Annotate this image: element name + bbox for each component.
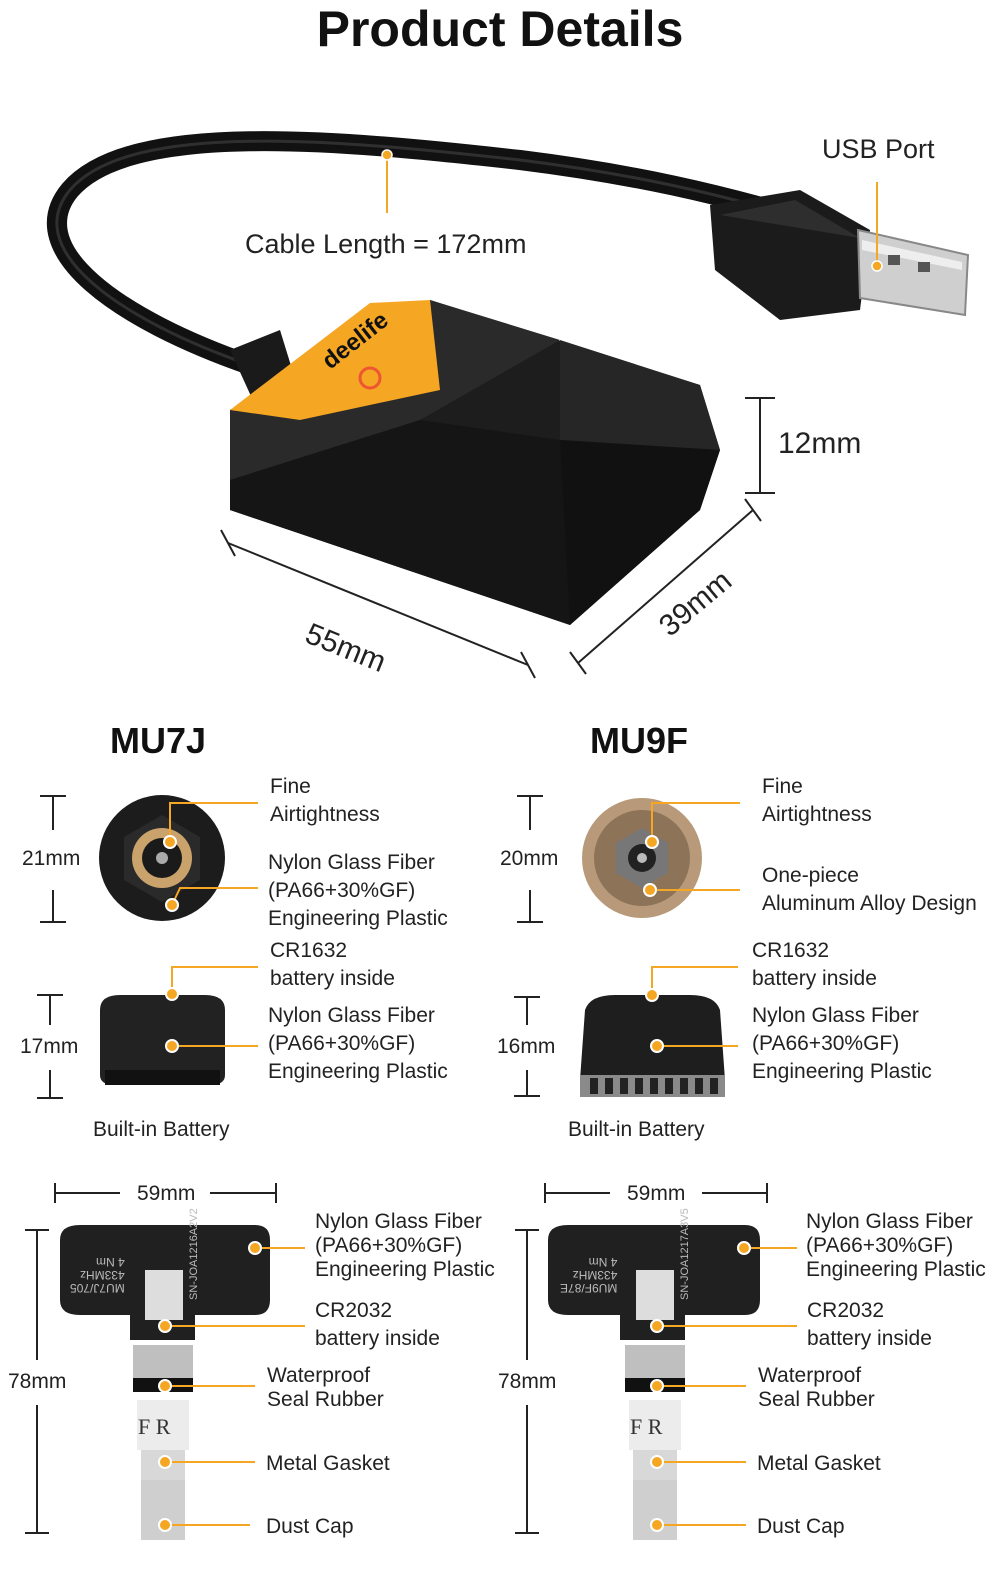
valve-left-serial: SN-JOA1216A2V2 xyxy=(188,1208,200,1300)
model-title-mu9f: MU9F xyxy=(590,720,688,761)
mu9f-body-caption: Built-in Battery xyxy=(568,1118,705,1141)
valve-right-letters: F R xyxy=(630,1414,663,1439)
valve-right-cap: Dust Cap xyxy=(757,1515,845,1538)
mu7j-cap-height: 21mm xyxy=(22,847,81,870)
cable-length-label: Cable Length = 172mm xyxy=(245,229,527,259)
valve-left-width: 59mm xyxy=(137,1182,196,1205)
receiver-illustration: deelife xyxy=(47,131,970,679)
valve-right-width: 59mm xyxy=(627,1182,686,1205)
usb-port-label: USB Port xyxy=(822,134,935,164)
valve-left-gasket: Metal Gasket xyxy=(266,1452,390,1475)
mu7j-body-label-2: Nylon Glass Fiber(PA66+30%GF)Engineering… xyxy=(268,1004,448,1083)
mu9f-body-label-2: Nylon Glass Fiber(PA66+30%GF)Engineering… xyxy=(752,1004,932,1083)
valve-left-cap: Dust Cap xyxy=(266,1515,354,1538)
valve-left-height: 78mm xyxy=(8,1370,67,1393)
mu7j-body-height: 17mm xyxy=(20,1035,79,1058)
valve-left-material: Nylon Glass Fiber(PA66+30%GF)Engineering… xyxy=(315,1210,495,1281)
page-title: Product Details xyxy=(316,1,684,57)
height-dimension-label: 12mm xyxy=(778,427,862,460)
valve-right-gasket: Metal Gasket xyxy=(757,1452,881,1475)
mu7j-cap-label-2: Nylon Glass Fiber(PA66+30%GF)Engineering… xyxy=(268,851,448,930)
mu7j-body-caption: Built-in Battery xyxy=(93,1118,230,1141)
valve-right-height: 78mm xyxy=(498,1370,557,1393)
mu9f-cap-height: 20mm xyxy=(500,847,559,870)
mu9f-body-height: 16mm xyxy=(497,1035,556,1058)
valve-right-serial: SN-JOA1217A3V5 xyxy=(679,1208,691,1300)
valve-right-material: Nylon Glass Fiber(PA66+30%GF)Engineering… xyxy=(806,1210,986,1281)
model-title-mu7j: MU7J xyxy=(110,720,207,761)
valve-left-letters: F R xyxy=(138,1414,171,1439)
